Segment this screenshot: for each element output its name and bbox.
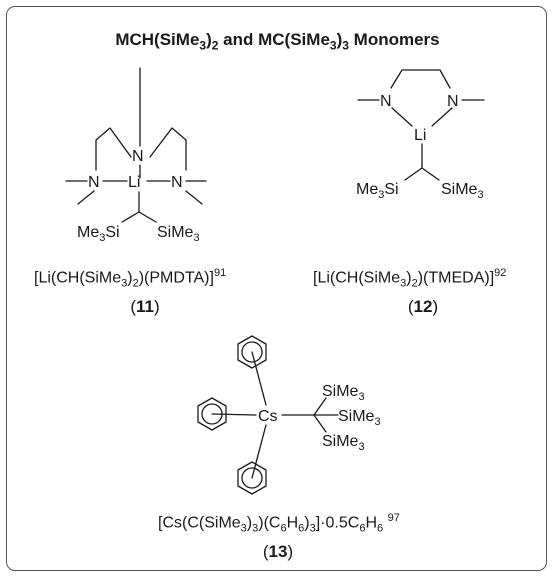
bond — [404, 167, 423, 181]
group-sime3-middle: SiMe3 — [338, 408, 381, 428]
benzene-ring-top-circle — [241, 341, 263, 363]
formula-12: [Li(CH(SiMe3)2)(TMEDA)]92 — [313, 267, 507, 290]
bond — [121, 211, 140, 223]
bond — [421, 167, 440, 181]
bond — [77, 190, 95, 205]
bond-cs-ring-left — [211, 413, 257, 416]
bond-cs-ring-bottom — [251, 424, 267, 479]
atom-n-left: N — [380, 93, 392, 110]
atom-n-right: N — [171, 174, 183, 191]
atom-cs: Cs — [258, 408, 278, 425]
group-sime3-right: SiMe3 — [157, 224, 200, 244]
figure-frame — [6, 6, 547, 571]
group-sime3-bottom: SiMe3 — [322, 433, 365, 453]
formula-13: [Cs(C(SiMe3)3)(C6H6)3]·0.5C6H6 97 — [158, 512, 400, 535]
atom-n-left: N — [88, 174, 100, 191]
bond — [313, 397, 327, 416]
atom-li: Li — [414, 127, 426, 144]
group-sime3-left: Me3Si — [356, 181, 399, 201]
bond-bridge — [390, 69, 451, 89]
bond — [431, 107, 453, 127]
benzene-ring-top — [237, 335, 267, 369]
benzene-ring-bottom — [237, 461, 267, 495]
bond — [138, 211, 157, 223]
group-sime3-left: Me3Si — [77, 224, 120, 244]
bond-bridge-left — [95, 127, 132, 171]
atom-li: Li — [128, 174, 140, 191]
bond-bridge-right — [149, 127, 187, 171]
formula-11: [Li(CH(SiMe3)2)(PMDTA)]91 — [34, 267, 227, 290]
bond-cs-ring-top — [251, 351, 267, 406]
bond — [391, 107, 413, 127]
compound-label-13: (13) — [262, 542, 294, 561]
compound-label-12: (12) — [407, 297, 439, 316]
group-sime3-right: SiMe3 — [441, 181, 484, 201]
atom-n-central: N — [132, 148, 144, 165]
bond — [185, 190, 203, 205]
figure-title: MCH(SiMe3)2 and MC(SiMe3)3 Monomers — [115, 30, 440, 53]
group-sime3-top: SiMe3 — [322, 383, 365, 403]
compound-label-11: (11) — [130, 297, 160, 316]
benzene-ring-left — [197, 397, 227, 431]
atom-n-right: N — [447, 93, 459, 110]
bond — [313, 414, 327, 433]
benzene-ring-bottom-circle — [241, 467, 263, 489]
